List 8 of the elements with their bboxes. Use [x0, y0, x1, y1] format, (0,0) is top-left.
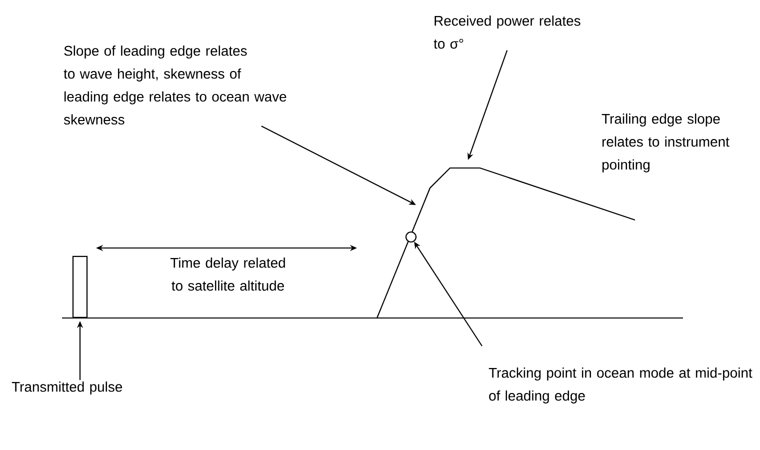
annotation-text: Tracking point in ocean mode at mid-point of leading edge	[488, 368, 752, 404]
pulse-bar	[72, 256, 88, 318]
dimension-label: Time delay related to satellite altitude	[170, 258, 285, 291]
annotation-text: Slope of leading edge relates to wave height, skewness of leading edge relates to ocean wave skewness	[64, 46, 286, 125]
note-text: Trailing edge slope relates to instrument pointing	[602, 114, 730, 172]
tracking-point-circle	[405, 231, 417, 243]
pulse-label: Transmitted pulse	[12, 382, 122, 395]
annotation-text: Received power relates to σ°	[434, 16, 580, 49]
